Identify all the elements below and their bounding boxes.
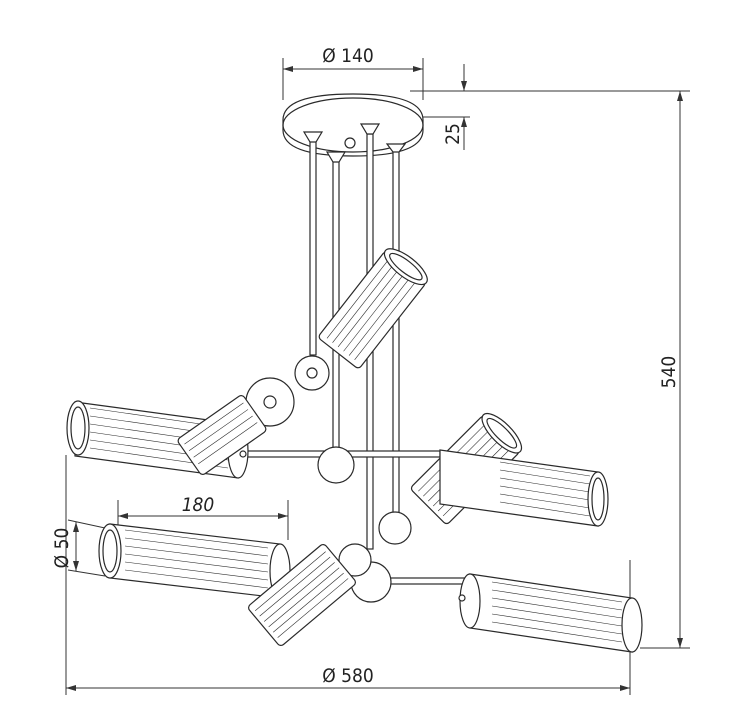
lamp-shade xyxy=(177,395,267,475)
lamp-shade xyxy=(98,523,291,599)
canopy-diameter-label: Ø 140 xyxy=(322,45,374,67)
lamp-shade xyxy=(248,543,356,647)
ceiling-canopy xyxy=(282,93,424,157)
lamp-shade xyxy=(459,573,643,653)
fixture xyxy=(66,93,643,653)
shade-diameter-label: Ø 50 xyxy=(51,528,73,569)
canopy-height-label: 25 xyxy=(442,123,464,145)
arm-connectors xyxy=(239,367,466,602)
junction-spheres xyxy=(245,355,412,603)
total-width-label: Ø 580 xyxy=(322,665,374,687)
lamp-shade xyxy=(439,449,609,527)
lamp-shade xyxy=(318,248,428,369)
total-height-label: 540 xyxy=(658,356,680,389)
shade-length-label: 180 xyxy=(182,494,215,516)
dimension-lines xyxy=(65,58,690,695)
